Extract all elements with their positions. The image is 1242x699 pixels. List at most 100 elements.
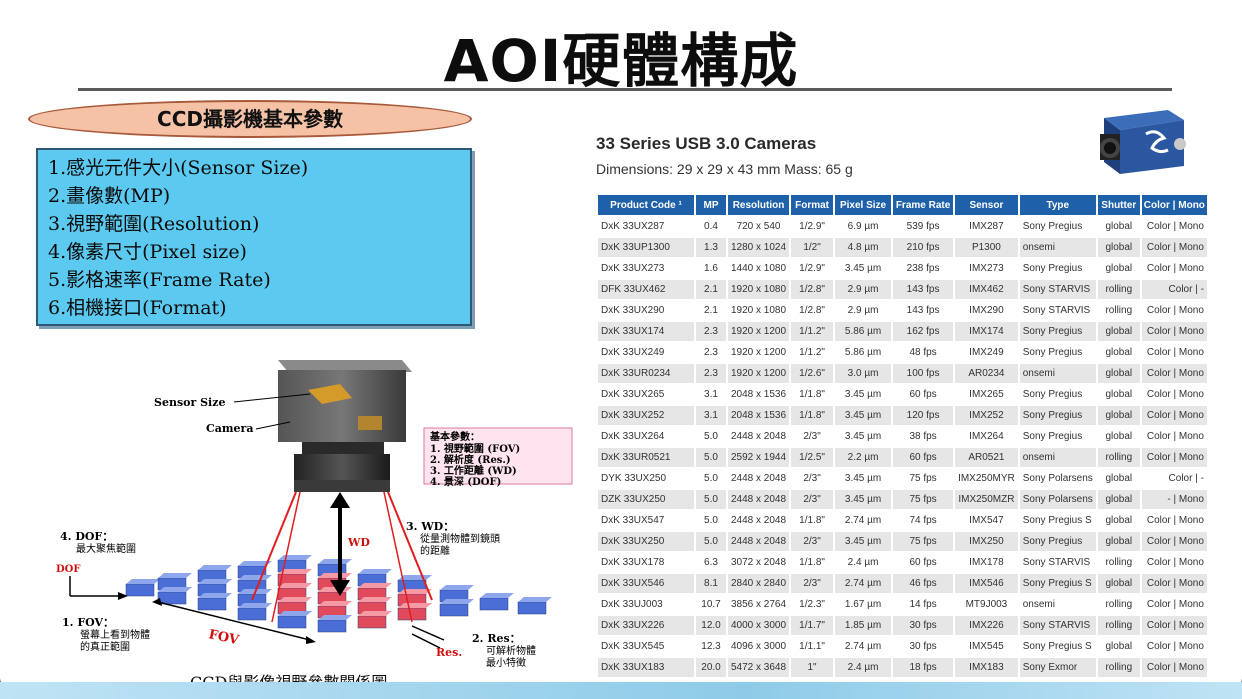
table-cell: 1/2.3" bbox=[791, 595, 834, 614]
table-cell: 2.74 µm bbox=[835, 511, 892, 530]
table-header-row: Product Code ¹ MP Resolution Format Pixe… bbox=[598, 195, 1207, 215]
object-cube bbox=[238, 603, 272, 608]
camera-illustration bbox=[278, 360, 412, 492]
table-cell: 1.6 bbox=[696, 259, 726, 278]
table-cell: 143 fps bbox=[893, 280, 954, 299]
table-cell: Color | Mono bbox=[1141, 259, 1207, 278]
object-cube bbox=[518, 597, 552, 602]
table-cell: global bbox=[1097, 469, 1140, 488]
table-cell: DxK 33UR0521 bbox=[598, 448, 694, 467]
table-cell: 2448 x 2048 bbox=[728, 490, 790, 509]
parameter-item: 1.感光元件大小(Sensor Size) bbox=[48, 157, 309, 179]
parameter-list: 1.感光元件大小(Sensor Size) 2.畫像數(MP) 3.視野範圍(R… bbox=[36, 148, 472, 326]
table-cell: IMX252 bbox=[955, 406, 1018, 425]
table-cell: DxK 33UX273 bbox=[598, 259, 694, 278]
column-header: MP bbox=[696, 195, 726, 215]
table-cell: Color | Mono bbox=[1141, 553, 1207, 572]
res-description: 可解析物體 bbox=[486, 644, 536, 657]
table-cell: 2/3" bbox=[791, 469, 834, 488]
object-cube bbox=[278, 569, 312, 574]
table-cell: DxK 33UX545 bbox=[598, 637, 694, 656]
table-cell: Color | Mono bbox=[1141, 322, 1207, 341]
table-cell: 3.1 bbox=[696, 406, 726, 425]
table-cell: Color | Mono bbox=[1141, 637, 1207, 656]
table-cell: 2448 x 2048 bbox=[728, 511, 790, 530]
table-cell: Color | Mono bbox=[1141, 511, 1207, 530]
table-cell: rolling bbox=[1097, 658, 1140, 677]
camera-dimensions: Dimensions: 29 x 29 x 43 mm Mass: 65 g bbox=[596, 161, 853, 177]
table-cell: Color | Mono bbox=[1141, 385, 1207, 404]
table-cell: Color | - bbox=[1141, 469, 1207, 488]
object-cube bbox=[317, 619, 347, 633]
table-cell: 2.4 µm bbox=[835, 553, 892, 572]
table-cell: IMX226 bbox=[955, 616, 1018, 635]
table-cell: IMX290 bbox=[955, 301, 1018, 320]
table-cell: Color | - bbox=[1141, 280, 1207, 299]
table-cell: 1/2.9" bbox=[791, 217, 834, 236]
basic-params-title: 基本參數： bbox=[429, 430, 480, 443]
table-cell: DxK 33UJ003 bbox=[598, 595, 694, 614]
table-cell: global bbox=[1097, 364, 1140, 383]
table-cell: DxK 33UX265 bbox=[598, 385, 694, 404]
table-cell: 2840 x 2840 bbox=[728, 574, 790, 593]
table-cell: 60 fps bbox=[893, 385, 954, 404]
table-cell: global bbox=[1097, 574, 1140, 593]
table-cell: 3.45 µm bbox=[835, 406, 892, 425]
table-cell: 2.3 bbox=[696, 322, 726, 341]
table-cell: Sony Pregius bbox=[1019, 532, 1096, 551]
object-cube bbox=[358, 569, 392, 574]
parameter-item: 2.畫像數(MP) bbox=[48, 185, 171, 207]
table-cell: 2/3" bbox=[791, 532, 834, 551]
table-cell: 2448 x 2048 bbox=[728, 427, 790, 446]
table-cell: Sony Pregius bbox=[1019, 427, 1096, 446]
table-cell: 4000 x 3000 bbox=[728, 616, 790, 635]
parameter-item: 6.相機接口(Format) bbox=[48, 297, 227, 319]
table-cell: DxK 33UX249 bbox=[598, 343, 694, 362]
table-cell: 2.74 µm bbox=[835, 574, 892, 593]
object-cube bbox=[440, 599, 474, 604]
table-cell: 1920 x 1200 bbox=[728, 322, 790, 341]
table-cell: IMX249 bbox=[955, 343, 1018, 362]
table-cell: 2.3 bbox=[696, 364, 726, 383]
table-cell: Color | Mono bbox=[1141, 448, 1207, 467]
object-cube bbox=[198, 579, 232, 584]
table-cell: onsemi bbox=[1019, 448, 1096, 467]
table-cell: Color | Mono bbox=[1141, 343, 1207, 362]
basic-param-item: 1. 視野範圍 (FOV) bbox=[430, 442, 520, 455]
table-cell: 1/2" bbox=[791, 238, 834, 257]
object-cube bbox=[398, 603, 432, 608]
table-cell: 75 fps bbox=[893, 532, 954, 551]
table-cell: 2/3" bbox=[791, 427, 834, 446]
table-cell: 3.45 µm bbox=[835, 259, 892, 278]
table-cell: Sony Exmor bbox=[1019, 658, 1096, 677]
table-cell: DxK 33UX178 bbox=[598, 553, 694, 572]
object-cube bbox=[125, 583, 155, 597]
table-cell: 3.45 µm bbox=[835, 469, 892, 488]
camera-series-heading: 33 Series USB 3.0 Cameras bbox=[596, 134, 817, 153]
table-cell: 48 fps bbox=[893, 343, 954, 362]
object-cube bbox=[278, 597, 312, 602]
table-cell: IMX250MZR bbox=[955, 490, 1018, 509]
table-cell: 539 fps bbox=[893, 217, 954, 236]
table-cell: global bbox=[1097, 511, 1140, 530]
table-cell: DxK 33UX174 bbox=[598, 322, 694, 341]
table-cell: AR0234 bbox=[955, 364, 1018, 383]
table-cell: Sony Pregius bbox=[1019, 343, 1096, 362]
table-cell: 720 x 540 bbox=[728, 217, 790, 236]
table-cell: 6.9 µm bbox=[835, 217, 892, 236]
table-cell: 2.9 µm bbox=[835, 301, 892, 320]
table-cell: 1/2.6" bbox=[791, 364, 834, 383]
table-cell: 1/1.7" bbox=[791, 616, 834, 635]
table-cell: 6.3 bbox=[696, 553, 726, 572]
table-cell: 10.7 bbox=[696, 595, 726, 614]
column-header: Frame Rate bbox=[893, 195, 954, 215]
table-cell: IMX545 bbox=[955, 637, 1018, 656]
